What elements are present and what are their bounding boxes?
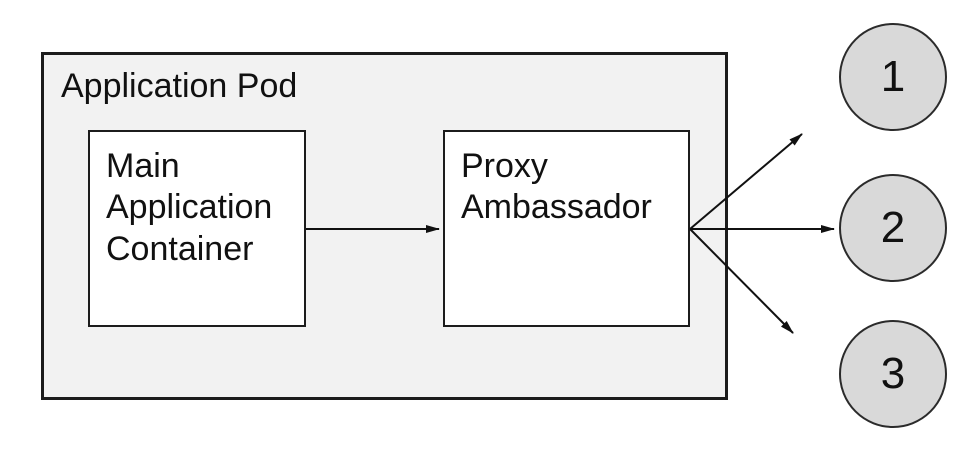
node-main-application-container-label: Main Application Container bbox=[106, 147, 273, 268]
endpoint-circle-3-label: 3 bbox=[880, 349, 906, 398]
endpoint-circle-1: 1 bbox=[839, 23, 947, 131]
endpoint-circle-2-label: 2 bbox=[880, 203, 906, 252]
node-proxy-ambassador: Proxy Ambassador bbox=[443, 130, 690, 327]
node-proxy-ambassador-label: Proxy Ambassador bbox=[461, 147, 652, 227]
node-main-application-container: Main Application Container bbox=[88, 130, 306, 327]
endpoint-circle-2: 2 bbox=[839, 174, 947, 282]
endpoint-circle-3: 3 bbox=[839, 320, 947, 428]
endpoint-circle-1-label: 1 bbox=[880, 52, 906, 101]
application-pod-label: Application Pod bbox=[61, 67, 298, 105]
